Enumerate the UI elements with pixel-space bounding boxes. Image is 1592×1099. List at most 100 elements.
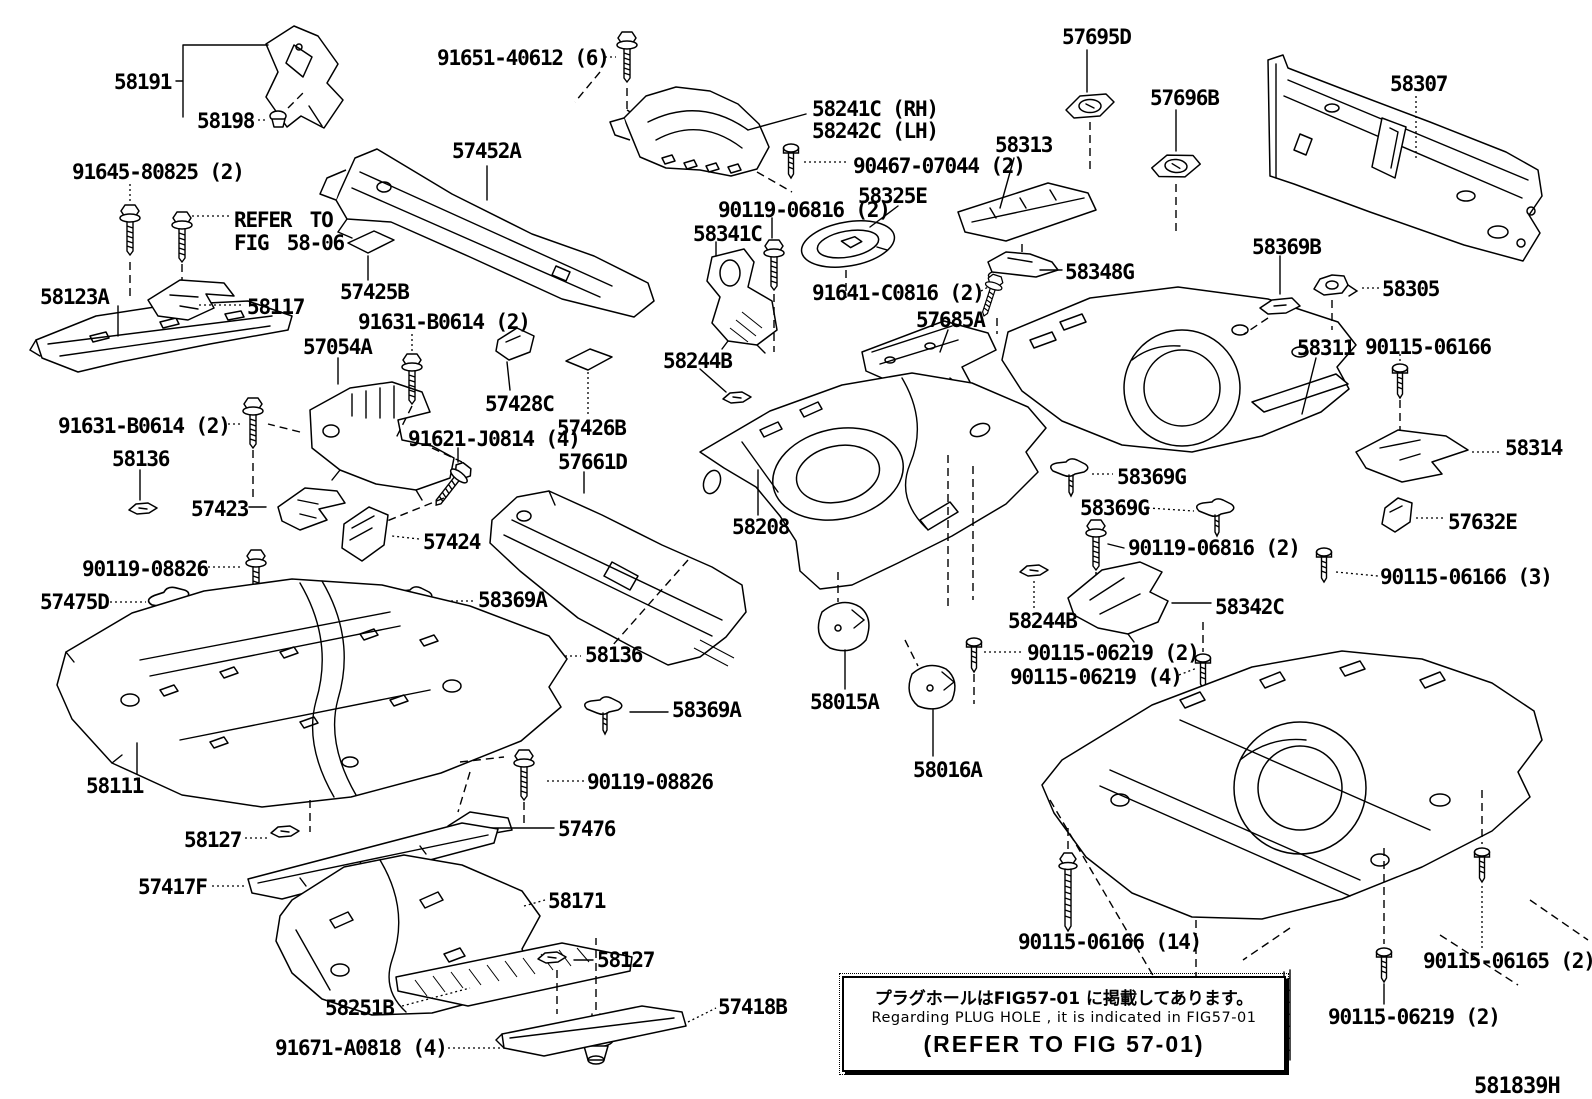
- part-drawing-58341C: [706, 248, 778, 354]
- note-line-japanese: プラグホールはFIG57-01 に掲載してあります。: [874, 989, 1254, 1010]
- part-label-58307: 58307: [1390, 72, 1448, 96]
- part-drawing-58111-front-floor-pan: [56, 578, 568, 808]
- part-drawing-58325E: [800, 220, 896, 268]
- part-drawing-58015A: [817, 601, 870, 652]
- part-drawing-58305: [1313, 274, 1359, 297]
- part-label-58342C: 58342C: [1215, 595, 1285, 619]
- part-label-58127-1: 58127: [184, 828, 242, 852]
- part-label-58341C: 58341C: [693, 222, 763, 246]
- part-drawing-57418B: [495, 1005, 687, 1057]
- part-label-58311: 58311: [1297, 336, 1355, 360]
- part-label-58369A-2: 58369A: [672, 698, 742, 722]
- part-label-57696B: 57696B: [1150, 86, 1220, 110]
- part-drawing-58369B-clip: [1259, 297, 1301, 315]
- part-label-58015A: 58015A: [810, 690, 880, 714]
- part-label-90115-06166-3: 90115-06166 (3): [1380, 565, 1553, 589]
- plug-hole-note-box: プラグホールはFIG57-01 に掲載してあります。 Regarding PLU…: [839, 973, 1289, 1075]
- part-drawing-57661D: [489, 490, 747, 667]
- part-label-90115-06219-c: 90115-06219 (2): [1328, 1005, 1501, 1029]
- part-label-58244B-1: 58244B: [663, 349, 733, 373]
- part-drawing-57452A: [319, 148, 655, 318]
- part-drawing-57054A: [309, 381, 455, 501]
- note-line-refer: (REFER TO FIG 57-01): [923, 1030, 1205, 1057]
- part-label-90115-06166-14: 90115-06166 (14): [1018, 930, 1202, 954]
- part-label-57054A: 57054A: [303, 335, 373, 359]
- part-label-58111: 58111: [86, 774, 144, 798]
- part-drawing-57424: [341, 506, 389, 562]
- part-label-91671-A0818: 91671-A0818 (4): [275, 1036, 448, 1060]
- part-drawing-57423: [277, 487, 346, 531]
- part-label-91645-80825: 91645-80825 (2): [72, 160, 245, 184]
- part-drawing-57426B: [565, 348, 613, 371]
- part-label-90115-06166: 90115-06166: [1365, 335, 1492, 359]
- part-label-58123A: 58123A: [40, 285, 110, 309]
- part-label-57426B: 57426B: [557, 416, 627, 440]
- part-label-58314: 58314: [1505, 436, 1563, 460]
- part-label-91641-C0816: 91641-C0816 (2): [812, 281, 985, 305]
- part-label-90119-06816-2: 90119-06816 (2): [1128, 536, 1301, 560]
- part-label-58016A: 58016A: [913, 758, 983, 782]
- part-drawing-58313: [957, 182, 1097, 242]
- part-drawing-58016A: [908, 664, 956, 710]
- part-label-57632E: 57632E: [1448, 510, 1518, 534]
- part-drawing-58117: [147, 279, 235, 321]
- part-label-57685A: 57685A: [916, 308, 986, 332]
- part-label-90115-06219-a: 90115-06219 (2): [1027, 641, 1200, 665]
- part-label-91631-B0614-1: 91631-B0614 (2): [358, 310, 531, 334]
- part-label-58244B-2: 58244B: [1008, 609, 1078, 633]
- part-label-58251B: 58251B: [325, 996, 395, 1020]
- part-drawing-58191: [265, 25, 344, 129]
- part-label-57475D: 57475D: [40, 590, 110, 614]
- part-label-91631-B0614-2: 91631-B0614 (2): [58, 414, 231, 438]
- part-label-57425B: 57425B: [340, 280, 410, 304]
- part-label-58325E: 58325E: [858, 184, 928, 208]
- part-label-57418B: 57418B: [718, 995, 788, 1019]
- part-label-58198: 58198: [197, 109, 255, 133]
- figure-code: 581839H: [1474, 1074, 1561, 1099]
- part-drawing-58307: [1267, 54, 1543, 262]
- part-label-58242C-LH: 58242C (LH): [812, 119, 939, 143]
- part-label-91621-J0814: 91621-J0814 (4): [408, 427, 581, 451]
- part-label-57476: 57476: [558, 817, 616, 841]
- refer-note-line2: FIG 58-06: [234, 231, 345, 255]
- part-label-58369G-1: 58369G: [1117, 465, 1187, 489]
- part-label-58136-2: 58136: [585, 643, 643, 667]
- part-label-58241C-RH: 58241C (RH): [812, 97, 939, 121]
- part-label-58348G: 58348G: [1065, 260, 1135, 284]
- part-drawing-58208-center-floor-pan: [699, 372, 1047, 590]
- part-label-58369B: 58369B: [1252, 235, 1322, 259]
- part-label-57428C: 57428C: [485, 392, 555, 416]
- part-label-90115-06219-b: 90115-06219 (4): [1010, 665, 1183, 689]
- part-label-90119-06816-1: 90119-06816 (2): [718, 198, 891, 222]
- part-label-57661D: 57661D: [558, 450, 628, 474]
- part-label-58369G-2: 58369G: [1080, 496, 1150, 520]
- part-label-58136-1: 58136: [112, 447, 170, 471]
- part-drawing-58314: [1355, 429, 1469, 483]
- part-label-90467-07044: 90467-07044 (2): [853, 154, 1026, 178]
- part-label-58127-2: 58127: [597, 948, 655, 972]
- part-drawing-58342C: [1067, 561, 1169, 643]
- part-label-57452A: 57452A: [452, 139, 522, 163]
- part-label-57695D: 57695D: [1062, 25, 1132, 49]
- part-label-90119-08826-1: 90119-08826: [82, 557, 209, 581]
- part-label-58208: 58208: [732, 515, 790, 539]
- part-drawing-58123A: [29, 300, 293, 373]
- part-label-58171: 58171: [548, 889, 606, 913]
- part-drawing-58348G: [987, 251, 1059, 281]
- part-drawing-57425B: [347, 230, 395, 254]
- part-drawing-rear-floor-pan-2: [1041, 650, 1543, 1063]
- part-label-58369A-1: 58369A: [478, 588, 548, 612]
- part-drawing-57428C: [495, 327, 535, 361]
- part-label-58117: 58117: [247, 295, 305, 319]
- part-label-58191: 58191: [114, 70, 172, 94]
- part-drawing-57632E: [1381, 497, 1413, 533]
- part-label-57417F: 57417F: [138, 875, 208, 899]
- part-label-57424: 57424: [423, 530, 481, 554]
- part-label-57423: 57423: [191, 497, 249, 521]
- part-drawing-58311-rear-floor-pan: [1001, 286, 1357, 453]
- part-label-90115-06165: 90115-06165 (2): [1423, 949, 1592, 973]
- note-line-english: Regarding PLUG HOLE , it is indicated in…: [871, 1009, 1257, 1026]
- part-label-58305: 58305: [1382, 277, 1440, 301]
